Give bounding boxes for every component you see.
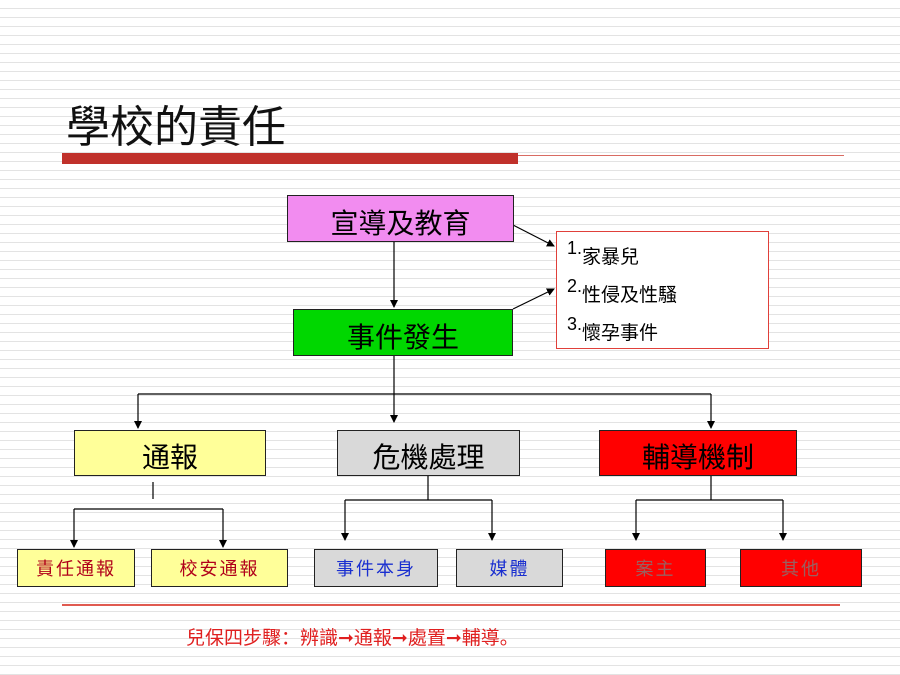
list-item: 2. 性侵及性騷 <box>567 276 768 314</box>
title-underline-line <box>518 155 844 156</box>
footnote: 兒保四步驟：辨識➞通報➞處置➞輔導。 <box>186 627 519 649</box>
node-incident: 事件發生 <box>293 309 513 356</box>
node-crisis: 危機處理 <box>337 430 520 476</box>
node-education: 宣導及教育 <box>287 195 514 242</box>
list-text: 性侵及性騷 <box>582 284 678 306</box>
node-media: 媒體 <box>456 549 563 587</box>
list-text: 懷孕事件 <box>582 322 659 344</box>
page-title: 學校的責任 <box>66 102 286 153</box>
list-number: 3. <box>567 314 583 334</box>
category-list: 1. 家暴兒 2. 性侵及性騷 3. 懷孕事件 <box>556 231 769 349</box>
node-campus-report: 校安通報 <box>151 549 288 587</box>
node-report: 通報 <box>74 430 266 476</box>
node-others: 其他 <box>740 549 862 587</box>
list-item: 3. 懷孕事件 <box>567 314 768 352</box>
list-number: 2. <box>567 276 583 296</box>
node-case-owner: 案主 <box>605 549 706 587</box>
title-underline-bar <box>62 153 518 164</box>
bottom-divider <box>62 604 840 606</box>
list-number: 1. <box>567 238 583 258</box>
node-event-itself: 事件本身 <box>314 549 438 587</box>
node-duty-report: 責任通報 <box>17 549 135 587</box>
node-counseling: 輔導機制 <box>599 430 797 476</box>
list-item: 1. 家暴兒 <box>567 238 768 276</box>
list-text: 家暴兒 <box>582 246 640 268</box>
